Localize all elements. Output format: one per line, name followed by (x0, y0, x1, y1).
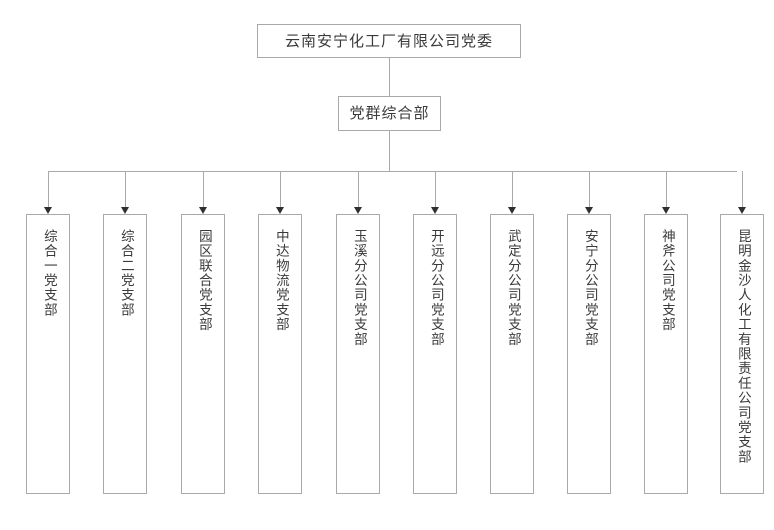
node-branch-6[interactable]: 开远分公司党支部 (413, 214, 457, 494)
node-branch-label-7: 武定分公司党支部 (504, 229, 521, 347)
node-branch-label-9: 神斧公司党支部 (658, 229, 675, 332)
connector-drop-5 (358, 171, 359, 209)
arrowhead-icon-1 (44, 207, 52, 214)
arrowhead-icon-3 (199, 207, 207, 214)
node-branch-2[interactable]: 综合二党支部 (103, 214, 147, 494)
node-branch-7[interactable]: 武定分公司党支部 (490, 214, 534, 494)
arrowhead-icon-4 (276, 207, 284, 214)
connector-drop-8 (589, 171, 590, 209)
arrowhead-icon-10 (738, 207, 746, 214)
node-branch-4[interactable]: 中达物流党支部 (258, 214, 302, 494)
node-branch-10[interactable]: 昆明金沙人化工有限责任公司党支部 (720, 214, 764, 494)
connector-drop-7 (512, 171, 513, 209)
arrowhead-icon-2 (121, 207, 129, 214)
node-branch-label-6: 开远分公司党支部 (427, 229, 444, 347)
node-branch-label-4: 中达物流党支部 (272, 229, 289, 332)
node-branch-9[interactable]: 神斧公司党支部 (644, 214, 688, 494)
arrowhead-icon-6 (431, 207, 439, 214)
node-branch-label-10: 昆明金沙人化工有限责任公司党支部 (734, 229, 751, 465)
node-root-party-committee[interactable]: 云南安宁化工厂有限公司党委 (257, 24, 521, 58)
connector-drop-2 (125, 171, 126, 209)
node-branch-label-1: 综合一党支部 (40, 229, 57, 318)
node-root-label: 云南安宁化工厂有限公司党委 (284, 31, 493, 50)
connector-horizontal-bus (48, 171, 737, 172)
node-branch-label-8: 安宁分公司党支部 (581, 229, 598, 347)
arrowhead-icon-8 (585, 207, 593, 214)
node-department-label: 党群综合部 (349, 104, 430, 122)
arrowhead-icon-7 (508, 207, 516, 214)
connector-department-to-bus (389, 131, 390, 172)
arrowhead-icon-9 (662, 207, 670, 214)
connector-drop-9 (666, 171, 667, 209)
node-branch-label-3: 园区联合党支部 (195, 229, 212, 332)
node-branch-label-5: 玉溪分公司党支部 (350, 229, 367, 347)
connector-drop-10 (742, 171, 743, 209)
connector-drop-6 (435, 171, 436, 209)
node-branch-3[interactable]: 园区联合党支部 (181, 214, 225, 494)
connector-root-to-department (389, 58, 390, 96)
node-branch-8[interactable]: 安宁分公司党支部 (567, 214, 611, 494)
node-party-mass-general-department[interactable]: 党群综合部 (338, 96, 441, 131)
node-branch-5[interactable]: 玉溪分公司党支部 (336, 214, 380, 494)
node-branch-1[interactable]: 综合一党支部 (26, 214, 70, 494)
connector-drop-4 (280, 171, 281, 209)
connector-drop-1 (48, 171, 49, 209)
node-branch-label-2: 综合二党支部 (117, 229, 134, 318)
connector-drop-3 (203, 171, 204, 209)
arrowhead-icon-5 (354, 207, 362, 214)
